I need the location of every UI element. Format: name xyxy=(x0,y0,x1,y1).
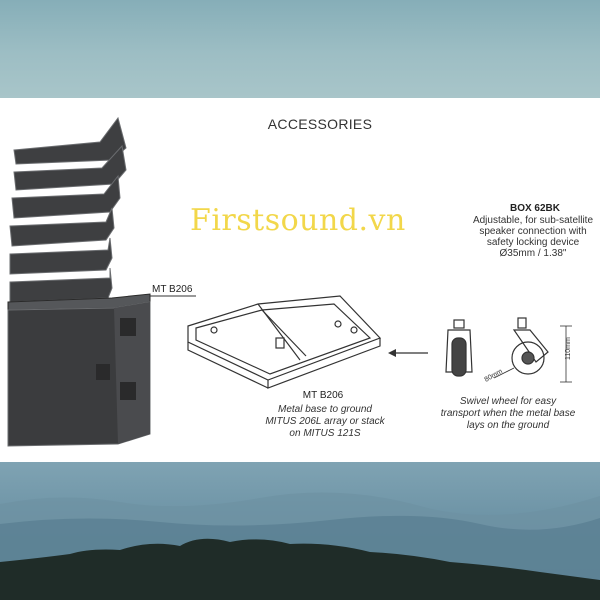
box62bk-line-1: Adjustable, for sub-satellite xyxy=(472,215,594,226)
mt-b206-callout-label: MT B206 xyxy=(152,284,193,295)
wheel-line-3: lays on the ground xyxy=(466,420,550,431)
mt-b206-base-drawing xyxy=(187,295,382,389)
wheel-width-dimension: 80mm xyxy=(484,368,504,384)
mt-b206-title: MT B206 xyxy=(302,390,344,401)
wheel-line-1: Swivel wheel for easy xyxy=(459,396,557,407)
box62bk-line-3: safety locking device xyxy=(486,237,580,248)
box62bk-line-4: Ø35mm / 1.38" xyxy=(499,248,567,259)
subwoofer-cabinet xyxy=(7,301,151,447)
box62bk-description: Adjustable, for sub-satellite speaker co… xyxy=(458,215,600,259)
box62bk-title: BOX 62BK xyxy=(509,203,560,214)
wheel-description: Swivel wheel for easy transport when the… xyxy=(428,396,588,432)
swivel-wheel-front-view xyxy=(493,317,572,383)
mt-b206-line-2: MITUS 206L array or stack xyxy=(265,416,385,427)
mountain-silhouette xyxy=(0,492,600,600)
accessories-panel: 110mm 80mm ACCESSORIES Firstsound.vn BOX… xyxy=(0,98,600,462)
watermark-text: Firstsound.vn xyxy=(190,203,406,238)
speaker-stack-illustration: 110mm 80mm xyxy=(7,116,572,447)
mt-b206-description: Metal base to ground MITUS 206L array or… xyxy=(250,404,400,440)
sky-background xyxy=(0,0,600,98)
mountain-landscape-background xyxy=(0,462,600,600)
mt-b206-line-3: on MITUS 121S xyxy=(289,428,361,439)
line-array-cabinets xyxy=(9,116,127,303)
wheel-line-2: transport when the metal base xyxy=(440,408,576,419)
accessories-title: ACCESSORIES xyxy=(267,116,373,132)
wheel-to-base-arrow xyxy=(388,349,428,357)
swivel-wheel-side-view xyxy=(445,319,473,377)
mt-b206-line-1: Metal base to ground xyxy=(278,404,372,415)
wheel-height-dimension: 110mm xyxy=(565,337,572,360)
box62bk-line-2: speaker connection with xyxy=(479,226,587,237)
